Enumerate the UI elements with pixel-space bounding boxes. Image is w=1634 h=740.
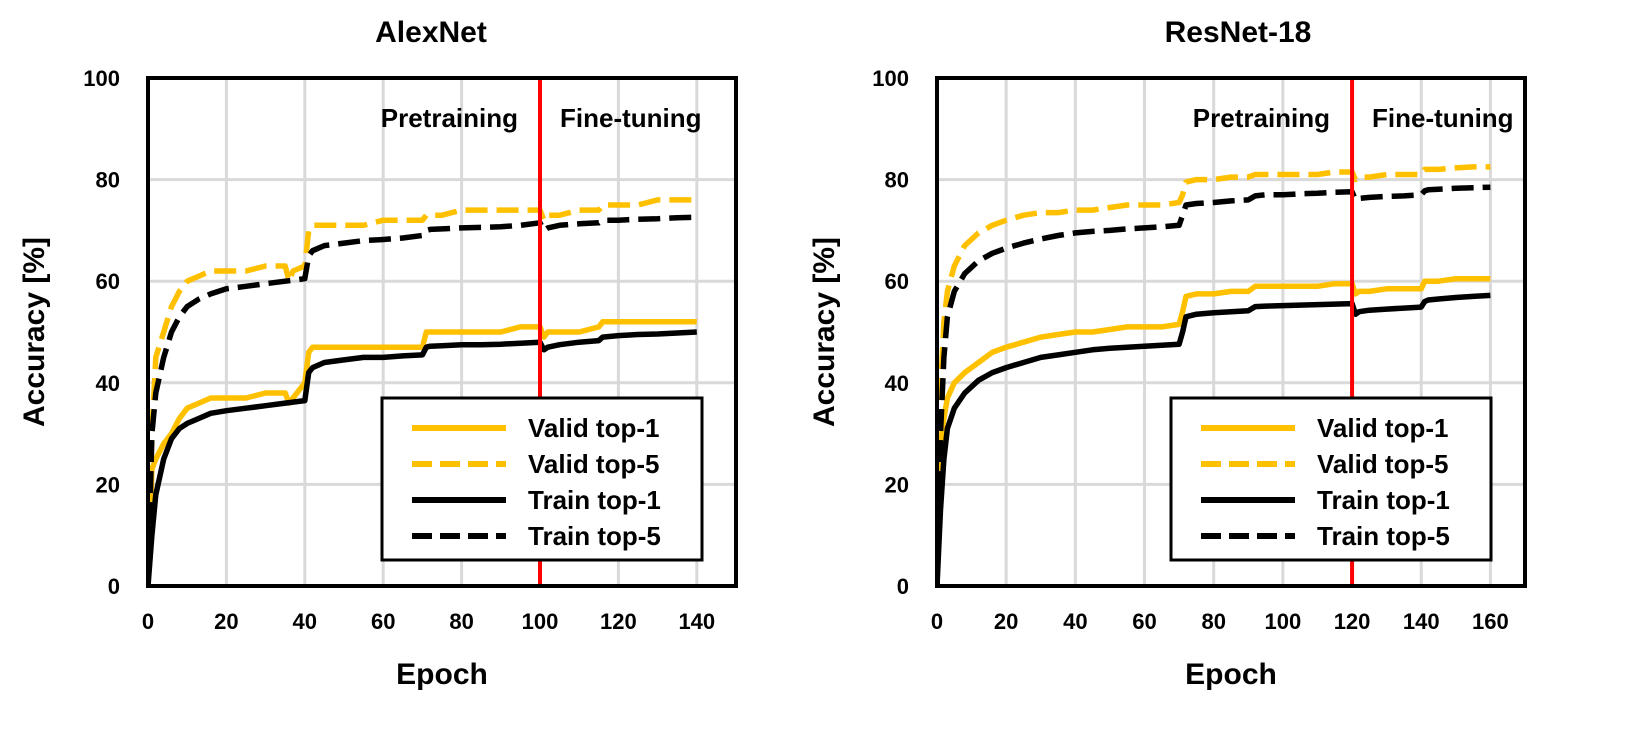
chart-title: ResNet-18: [1165, 16, 1312, 49]
x-tick-label: 100: [1265, 609, 1302, 634]
legend-entry-label: Valid top-1: [528, 413, 659, 443]
y-tick-label: 40: [885, 371, 909, 396]
x-axis-label: Epoch: [396, 658, 488, 691]
x-tick-label: 80: [449, 609, 473, 634]
chart-resnet18: ResNet-18 0 20 40 60 80 100 0 20 40 60 80 100 120 140…: [808, 16, 1527, 691]
y-tick-label: 20: [885, 472, 909, 497]
x-tick-label: 140: [678, 609, 715, 634]
x-tick-label: 60: [371, 609, 395, 634]
series-group: [937, 164, 1491, 586]
x-tick-label: 40: [1063, 609, 1087, 634]
series-line-valid-top-5: [148, 197, 697, 586]
x-tick-label: 0: [142, 609, 154, 634]
y-tick-label: 0: [897, 574, 909, 599]
series-line-valid-top-1: [148, 319, 697, 586]
phase-label-fine-tuning: Fine-tuning: [1372, 103, 1514, 133]
y-axis-label: Accuracy [%]: [18, 237, 51, 427]
phase-label-pretraining: Pretraining: [1193, 103, 1330, 133]
y-tick-label: 40: [96, 371, 120, 396]
legend-entry-label: Valid top-1: [1317, 413, 1448, 443]
x-tick-label: 40: [293, 609, 317, 634]
series-line-valid-top-1: [937, 275, 1491, 586]
y-tick-label: 60: [96, 269, 120, 294]
legend-entry-label: Train top-1: [1317, 485, 1450, 515]
y-tick-label: 0: [108, 574, 120, 599]
x-tick-label: 60: [1132, 609, 1156, 634]
phase-label-fine-tuning: Fine-tuning: [560, 103, 702, 133]
plot-frame: [146, 76, 738, 588]
chart-title: AlexNet: [375, 16, 487, 49]
series-group: [148, 197, 697, 586]
x-tick-label: 80: [1201, 609, 1225, 634]
x-tick-label: 160: [1472, 609, 1509, 634]
legend-entry-label: Valid top-5: [528, 449, 659, 479]
y-tick-label: 80: [96, 168, 120, 193]
phase-label-pretraining: Pretraining: [381, 103, 518, 133]
series-line-train-top-1: [148, 329, 697, 586]
x-tick-label: 20: [994, 609, 1018, 634]
series-line-train-top-5: [937, 184, 1491, 586]
x-tick-label: 120: [600, 609, 637, 634]
y-tick-label: 60: [885, 269, 909, 294]
x-tick-label: 20: [214, 609, 238, 634]
y-axis-label: Accuracy [%]: [808, 237, 841, 427]
y-tick-label: 80: [885, 168, 909, 193]
legend-entry-label: Valid top-5: [1317, 449, 1448, 479]
legend-entry-label: Train top-1: [528, 485, 661, 515]
y-tick-label: 100: [872, 66, 909, 91]
legend-box: [380, 396, 704, 562]
x-tick-label: 120: [1334, 609, 1371, 634]
series-line-train-top-5: [148, 214, 697, 586]
series-line-train-top-1: [937, 292, 1491, 586]
legend-entry-label: Train top-5: [528, 521, 661, 551]
x-tick-label: 140: [1403, 609, 1440, 634]
y-tick-label: 100: [83, 66, 120, 91]
y-tick-label: 20: [96, 472, 120, 497]
legend-entry-label: Train top-5: [1317, 521, 1450, 551]
series-line-valid-top-5: [937, 164, 1491, 586]
x-tick-label: 0: [931, 609, 943, 634]
chart-alexnet: AlexNet 0 20 40 60 80 100 0 20 40 60 80 100 120 140Ep…: [18, 16, 738, 691]
x-axis-label: Epoch: [1185, 658, 1277, 691]
x-tick-label: 100: [522, 609, 559, 634]
plot-frame: [935, 76, 1527, 588]
